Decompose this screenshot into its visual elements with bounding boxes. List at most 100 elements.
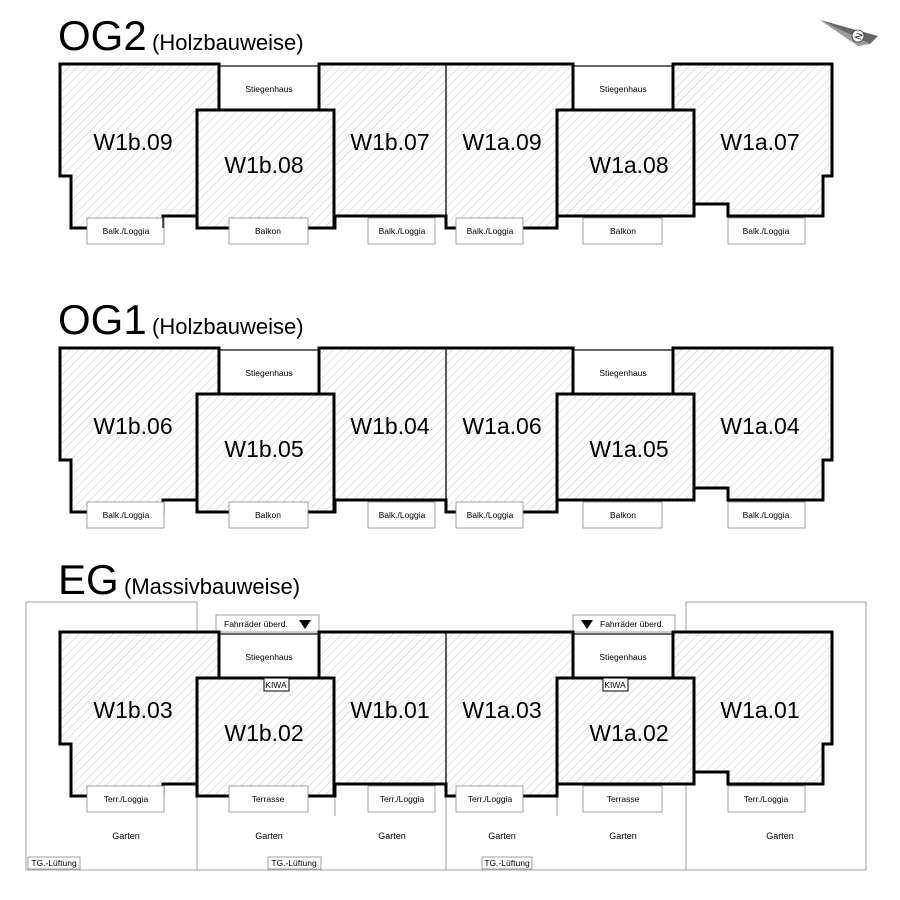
kiwa-box (263, 677, 290, 692)
bike-shelter-label: Fahrräder überd. (600, 619, 664, 629)
balcony-box (727, 501, 806, 529)
balcony-box (582, 217, 663, 245)
outdoor-label: Balk./Loggia (103, 510, 150, 520)
unit-label: W1b.08 (224, 152, 303, 178)
outdoor-label: Balk./Loggia (379, 226, 426, 236)
triangle-down-icon (299, 620, 311, 629)
floor-og2: OG2 (Holzbauweise) W1b.09 W1b.08 W1b.07 … (58, 12, 834, 245)
floor-eg: EG (Massivbauweise) Fahrräder überd. Fah… (25, 556, 867, 871)
unit-label: W1b.06 (93, 413, 172, 439)
outdoor-label: Terrasse (607, 794, 640, 804)
stairwell-label: Stiegenhaus (599, 84, 646, 94)
garden-label: Garten (255, 831, 283, 841)
unit-label: W1a.05 (589, 436, 668, 462)
outdoor-label: Balk./Loggia (103, 226, 150, 236)
terrace-box (582, 785, 663, 813)
stairwell (572, 65, 674, 111)
kiwa-label: KIWA (604, 680, 626, 690)
outdoor-label: Balkon (610, 510, 636, 520)
balcony-box (86, 217, 165, 245)
balcony-box (86, 501, 165, 529)
stairwell (218, 65, 320, 111)
outdoor-label: Terr./Loggia (380, 794, 425, 804)
stairwell-label: Stiegenhaus (599, 368, 646, 378)
unit-label: W1b.01 (350, 697, 429, 723)
garden-label: Garten (609, 831, 637, 841)
floor-title: OG1 (58, 296, 147, 343)
terrace-box (228, 785, 309, 813)
garden-label: Garten (378, 831, 406, 841)
floor-title: EG (58, 556, 119, 603)
north-arrow-icon: N (820, 20, 878, 46)
stairwell-label: Stiegenhaus (245, 652, 292, 662)
bike-shelter-label: Fahrräder überd. (224, 619, 288, 629)
balcony-box (228, 501, 309, 529)
apartment-block (195, 108, 336, 230)
stairwell (218, 349, 320, 395)
outdoor-label: Balk./Loggia (467, 226, 514, 236)
outdoor-label: Terr./Loggia (104, 794, 149, 804)
ventilation-label: TG.-Lüftung (271, 858, 317, 868)
apartment-block (555, 392, 696, 502)
unit-label: W1a.09 (462, 129, 541, 155)
bike-shelter-box (215, 614, 320, 633)
apartment-block (555, 108, 696, 218)
unit-label: W1a.07 (720, 129, 799, 155)
balcony-box (228, 217, 309, 245)
outdoor-label: Balkon (610, 226, 636, 236)
floor-og1: OG1 (Holzbauweise) W1b.06 W1b.05 W1b.04 … (58, 296, 834, 529)
ventilation-box (27, 856, 81, 870)
outdoor-label: Terr./Loggia (744, 794, 789, 804)
floor-construction: (Holzbauweise) (152, 314, 304, 339)
kiwa-label: KIWA (265, 680, 287, 690)
terrace-box (86, 785, 165, 813)
outdoor-label: Balkon (255, 226, 281, 236)
apartment-block (195, 676, 336, 798)
apartment-block (555, 676, 696, 786)
floor-construction: (Massivbauweise) (124, 574, 300, 599)
balcony-box (455, 501, 524, 529)
stairwell-label: Stiegenhaus (245, 368, 292, 378)
unit-label: W1b.03 (93, 697, 172, 723)
outdoor-label: Balkon (255, 510, 281, 520)
unit-label: W1b.09 (93, 129, 172, 155)
unit-label: W1a.08 (589, 152, 668, 178)
garden-label: Garten (766, 831, 794, 841)
outdoor-label: Balk./Loggia (467, 510, 514, 520)
terrace-box (455, 785, 524, 813)
outdoor-label: Terr./Loggia (468, 794, 513, 804)
unit-label: W1a.03 (462, 697, 541, 723)
outdoor-label: Balk./Loggia (379, 510, 426, 520)
bike-shelter-box (572, 614, 676, 633)
ventilation-label: TG.-Lüftung (31, 858, 77, 868)
north-letter: N (853, 32, 865, 42)
ventilation-box (267, 856, 322, 870)
unit-label: W1b.04 (350, 413, 429, 439)
apartment-block (195, 392, 336, 514)
kiwa-box (602, 677, 629, 692)
garden-label: Garten (112, 831, 140, 841)
unit-label: W1a.01 (720, 697, 799, 723)
floor-construction: (Holzbauweise) (152, 30, 304, 55)
terrace-box (367, 785, 436, 813)
terrace-box (727, 785, 806, 813)
outdoor-label: Balk./Loggia (743, 226, 790, 236)
outdoor-label: Balk./Loggia (743, 510, 790, 520)
garden-label: Garten (488, 831, 516, 841)
unit-label: W1a.02 (589, 720, 668, 746)
stairwell-label: Stiegenhaus (245, 84, 292, 94)
triangle-down-icon (581, 620, 593, 629)
balcony-box (367, 217, 436, 245)
balcony-box (455, 217, 524, 245)
ventilation-box (481, 856, 533, 870)
ventilation-label: TG.-Lüftung (484, 858, 530, 868)
unit-label: W1b.05 (224, 436, 303, 462)
floor-title: OG2 (58, 12, 147, 59)
unit-label: W1a.04 (720, 413, 799, 439)
stairwell-label: Stiegenhaus (599, 652, 646, 662)
unit-label: W1b.07 (350, 129, 429, 155)
balcony-box (727, 217, 806, 245)
unit-label: W1b.02 (224, 720, 303, 746)
balcony-box (367, 501, 436, 529)
